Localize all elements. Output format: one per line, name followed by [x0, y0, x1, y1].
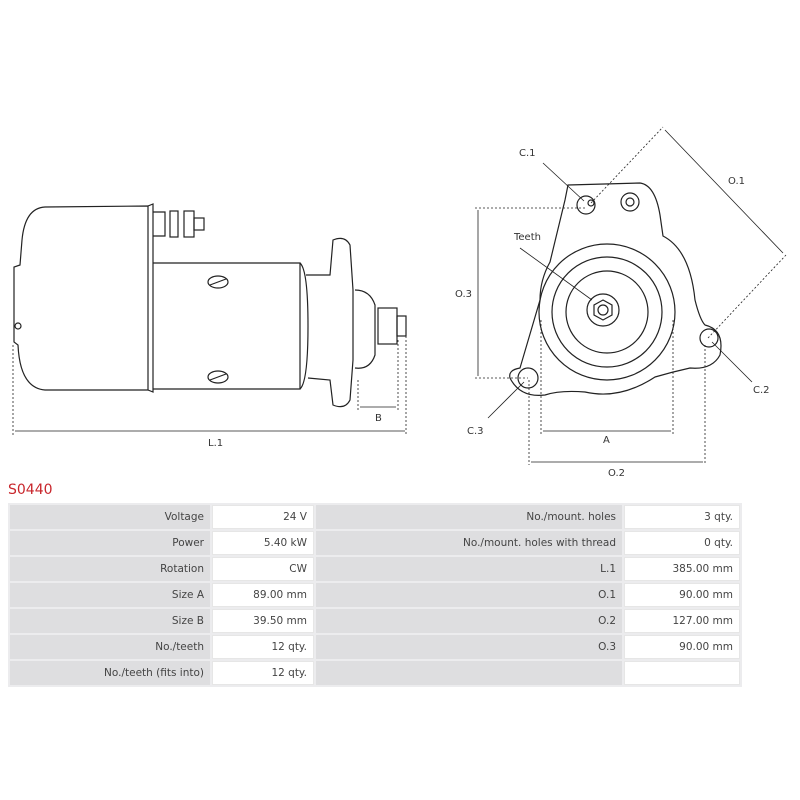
spec-label: O.2 [316, 609, 622, 633]
label-o1: O.1 [728, 176, 745, 187]
spec-label: O.1 [316, 583, 622, 607]
spec-label: Power [10, 531, 210, 555]
table-row: No./teeth (fits into)12 qty. [10, 661, 740, 685]
spec-label: Size A [10, 583, 210, 607]
spec-label: L.1 [316, 557, 622, 581]
spec-label: O.3 [316, 635, 622, 659]
spec-value: CW [212, 557, 314, 581]
label-b: B [375, 413, 382, 424]
spec-value [624, 661, 740, 685]
side-view [12, 203, 407, 435]
label-o3: O.3 [455, 289, 472, 300]
label-teeth: Teeth [513, 232, 541, 243]
spec-value: 5.40 kW [212, 531, 314, 555]
spec-label: No./teeth (fits into) [10, 661, 210, 685]
label-a: A [603, 435, 610, 446]
spec-label: No./mount. holes [316, 505, 622, 529]
solenoid-body [13, 205, 149, 391]
motor-body [153, 262, 301, 390]
spec-value: 12 qty. [212, 635, 314, 659]
label-c1: C.1 [519, 148, 536, 159]
spec-value: 90.00 mm [624, 635, 740, 659]
spec-label: Size B [10, 609, 210, 633]
label-c3: C.3 [467, 426, 484, 437]
spec-value: 385.00 mm [624, 557, 740, 581]
label-l1: L.1 [208, 438, 223, 449]
spec-value: 24 V [212, 505, 314, 529]
spec-label: No./teeth [10, 635, 210, 659]
spec-value: 12 qty. [212, 661, 314, 685]
front-view [475, 126, 787, 465]
spec-label: Voltage [10, 505, 210, 529]
spec-value: 127.00 mm [624, 609, 740, 633]
spec-label: No./mount. holes with thread [316, 531, 622, 555]
spec-value: 90.00 mm [624, 583, 740, 607]
spec-value: 39.50 mm [212, 609, 314, 633]
pinion-teeth [586, 293, 620, 327]
housing-outline [509, 182, 722, 396]
spec-value: 0 qty. [624, 531, 740, 555]
technical-drawing: L.1 B A O.2 O.3 O.1 C.1 C.2 C.3 Teeth [12, 126, 787, 479]
terminal [153, 211, 166, 237]
label-c2: C.2 [753, 385, 770, 396]
label-o2: O.2 [608, 468, 625, 479]
part-number-title: S0440 [8, 482, 53, 498]
spec-label: Rotation [10, 557, 210, 581]
spec-value: 3 qty. [624, 505, 740, 529]
spec-label [316, 661, 622, 685]
spec-value: 89.00 mm [212, 583, 314, 607]
